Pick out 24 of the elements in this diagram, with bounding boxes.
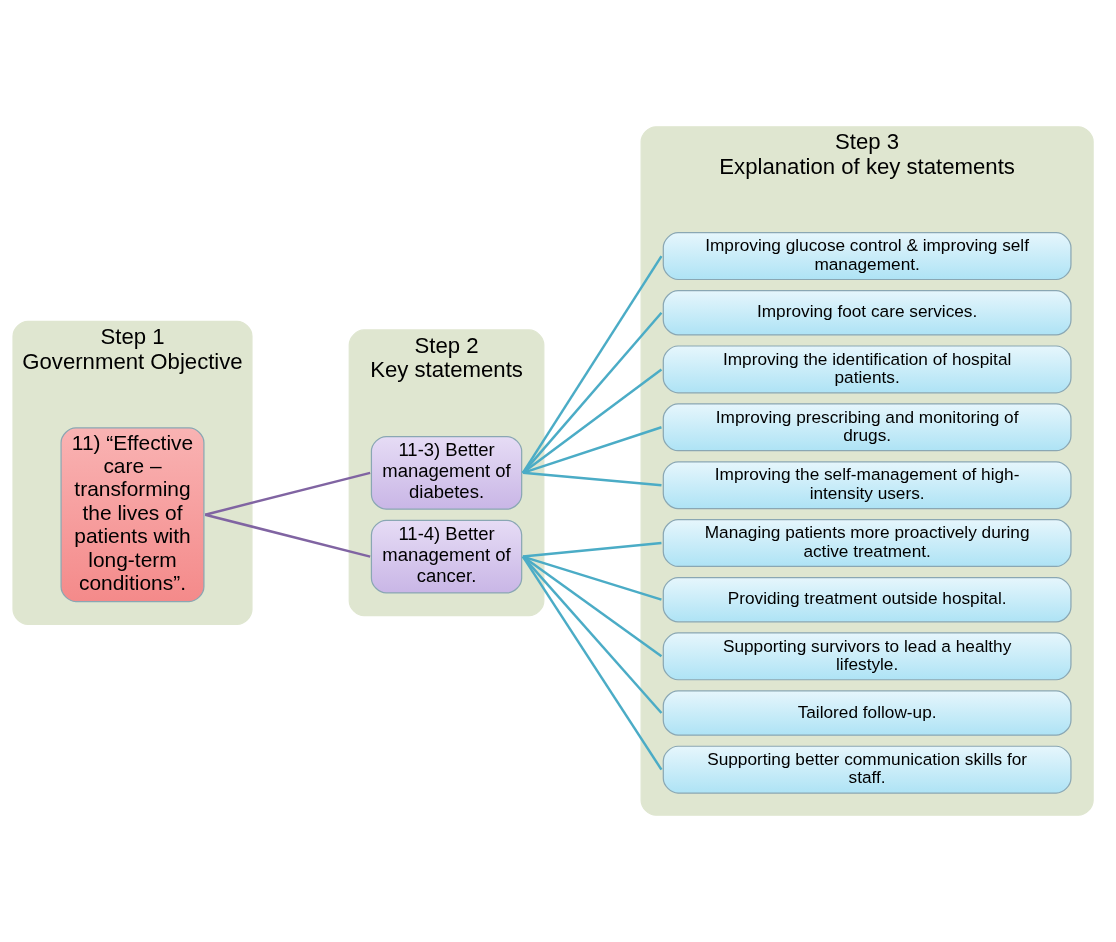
node-box: 11-4) Better management of cancer.: [370, 519, 523, 594]
connector: [521, 555, 663, 771]
connector: [522, 541, 662, 558]
node-box: Supporting better communication skills for staff.: [662, 745, 1072, 794]
node-box: Improving the self-management of high-intensity users.: [662, 461, 1072, 510]
node-box: Improving glucose control & improving self management.: [662, 232, 1072, 281]
connector: [522, 471, 662, 487]
node-box: Supporting survivors to lead a healthy lifestyle.: [662, 632, 1072, 681]
connector: [204, 513, 371, 558]
connector: [522, 555, 663, 658]
connector: [204, 471, 371, 516]
connector: [521, 255, 663, 474]
node-box: Improving prescribing and monitoring of drugs.: [662, 403, 1072, 452]
node-box: Improving foot care services.: [662, 289, 1072, 336]
connector: [521, 311, 663, 474]
node-box: 11-3) Better management of diabetes.: [370, 435, 523, 510]
node-box: Managing patients more proactively during active treatment.: [662, 519, 1072, 568]
node-box: 11) “Effective care – transforming the lives of patients with long-term conditions”.: [60, 427, 205, 603]
connector: [522, 368, 663, 474]
node-box: Improving the identification of hospital patients.: [662, 345, 1072, 394]
node-box: Providing treatment outside hospital.: [662, 576, 1072, 623]
connector: [522, 555, 662, 601]
node-box: Tailored follow-up.: [662, 690, 1072, 736]
connector: [521, 555, 663, 714]
